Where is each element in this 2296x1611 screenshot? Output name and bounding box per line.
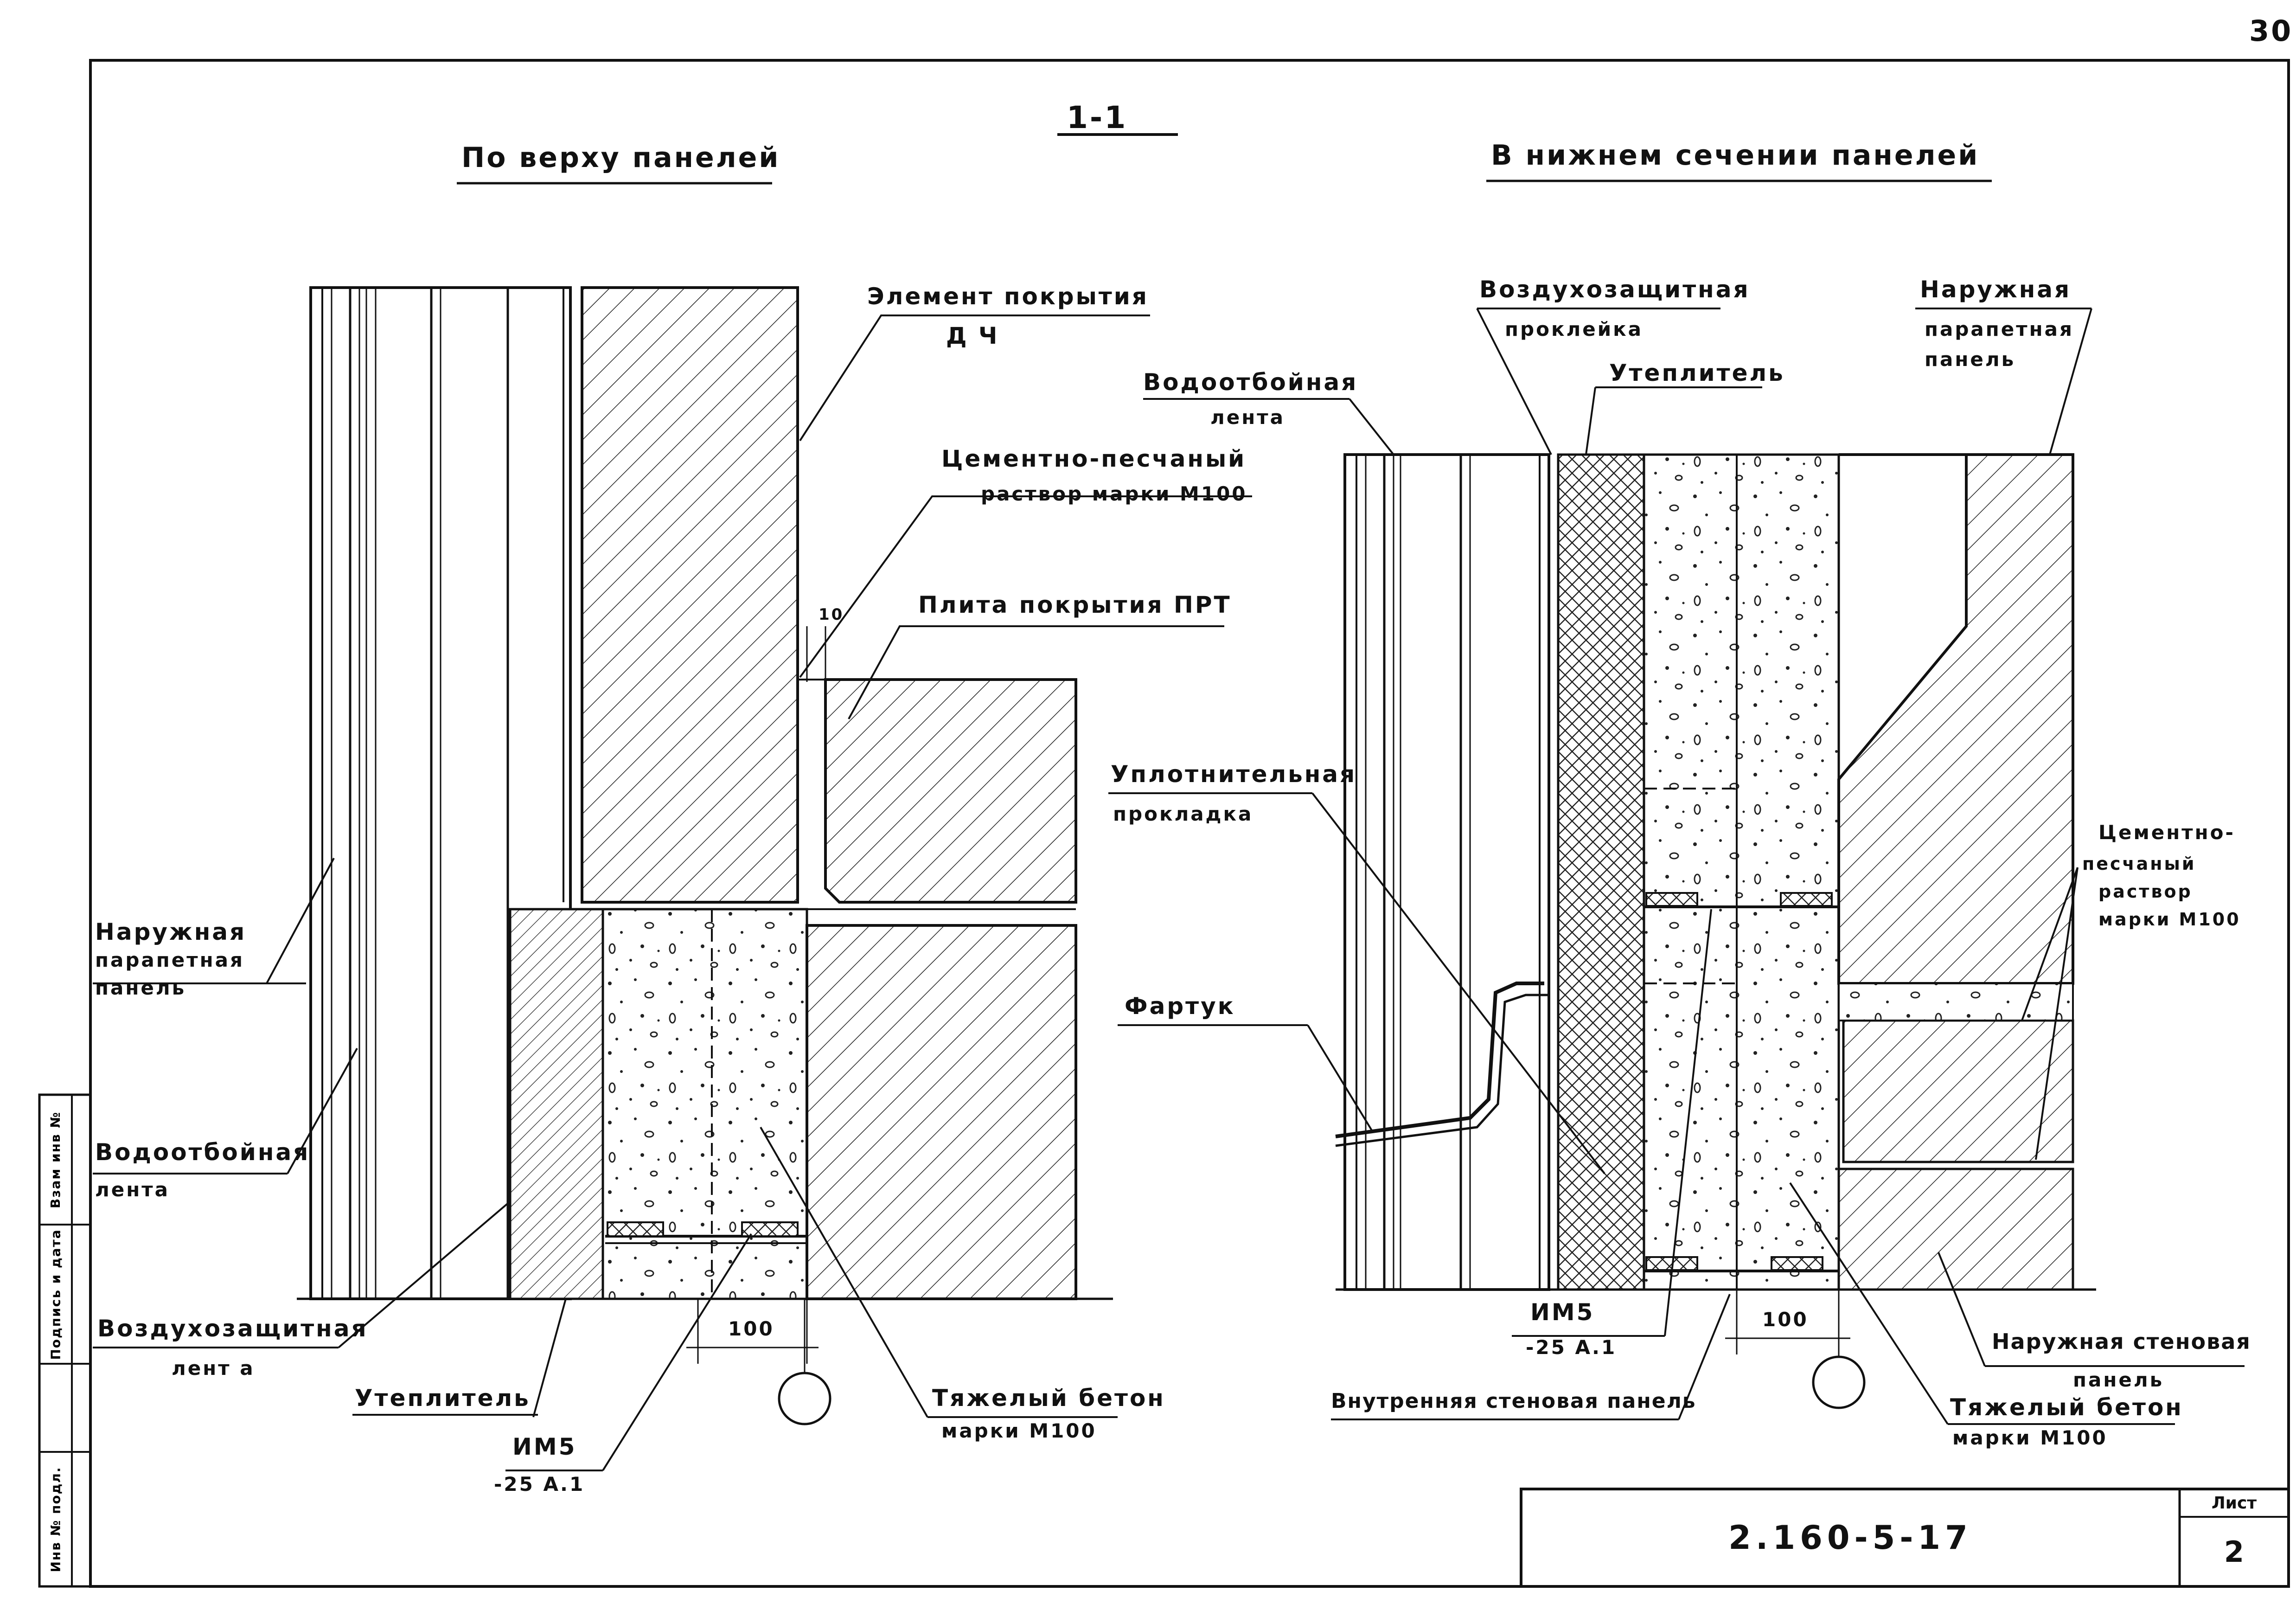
label-im5-left: ИМ5 <box>512 1433 577 1460</box>
label-cement-mortar-2: раствор марки М100 <box>981 482 1247 505</box>
left-view-heading: По верху панелей <box>461 141 780 174</box>
label-air-seal-2: проклейка <box>1505 318 1643 340</box>
label-gasket-2: прокладка <box>1113 802 1254 825</box>
label-outer-parapet-right-1: Наружная <box>1920 276 2072 303</box>
axis-marker-left <box>778 1372 831 1425</box>
sidebar-replace-inv: Взам инв № <box>48 1111 64 1208</box>
document-code: 2.160-5-17 <box>1728 1519 1972 1557</box>
label-cement-right-3: раствор <box>2098 881 2193 902</box>
dimension-100-left: 100 <box>728 1317 774 1340</box>
label-cement-right-1: Цементно- <box>2098 821 2235 844</box>
label-insulation-left: Утеплитель <box>355 1385 531 1412</box>
label-roof-element: Элемент покрытия <box>867 283 1149 310</box>
label-air-tape-2: лент а <box>172 1357 255 1380</box>
label-gasket-1: Уплотнительная <box>1111 761 1357 788</box>
dimension-10: 10 <box>819 605 844 624</box>
label-insulation-right: Утеплитель <box>1609 359 1785 386</box>
right-section <box>1108 308 2245 1425</box>
label-cement-right-2: песчаный <box>2082 854 2196 874</box>
sheet-number: 2 <box>2224 1534 2245 1569</box>
label-cement-right-4: марки М100 <box>2098 909 2241 930</box>
title-block-frame <box>1520 1488 2290 1588</box>
binding-strip <box>38 1093 92 1588</box>
label-water-tape-right-2: лента <box>1210 406 1285 429</box>
axis-marker-right <box>1812 1355 1866 1409</box>
label-air-tape-1: Воздухозащитная <box>97 1315 368 1342</box>
label-roof-element-code: Д Ч <box>946 322 999 349</box>
page-number: 30 <box>2249 14 2293 48</box>
label-heavy-concrete-left-2: марки М100 <box>941 1419 1097 1442</box>
label-outer-panel-2: парапетная <box>95 949 244 971</box>
label-heavy-concrete-right-2: марки М100 <box>1952 1426 2108 1449</box>
sidebar-sign-date: Подпись и дата <box>48 1228 64 1360</box>
label-outer-wall-2: панель <box>2073 1368 2164 1391</box>
label-outer-panel-3: панель <box>95 976 186 999</box>
label-water-tape-1: Водоотбойная <box>95 1139 310 1166</box>
label-im5-right: ИМ5 <box>1530 1299 1595 1326</box>
sheet-frame <box>89 59 2290 1588</box>
label-outer-parapet-right-3: панель <box>1925 348 2016 371</box>
left-section <box>93 286 1252 1471</box>
label-cement-mortar-1: Цементно-песчаный <box>941 445 1247 472</box>
label-heavy-concrete-left-1: Тяжелый бетон <box>932 1385 1165 1412</box>
label-water-tape-2: лента <box>95 1178 170 1201</box>
label-roof-slab: Плита покрытия ПРТ <box>918 591 1232 618</box>
label-heavy-concrete-right-1: Тяжелый бетон <box>1950 1394 2183 1421</box>
sidebar-inv-no: Инв № подл. <box>48 1466 64 1572</box>
label-air-seal-1: Воздухозащитная <box>1479 276 1750 303</box>
label-water-tape-right-1: Водоотбойная <box>1143 369 1358 396</box>
label-outer-panel-1: Наружная <box>95 918 247 945</box>
section-title: 1-1 <box>1067 100 1128 135</box>
sheet-label: Лист <box>2211 1493 2257 1513</box>
dimension-100-right: 100 <box>1762 1308 1809 1331</box>
label-apron: Фартук <box>1125 993 1235 1020</box>
label-outer-wall-1: Наружная стеновая <box>1992 1329 2251 1354</box>
label-im5-rod-left: -25 А.1 <box>494 1473 585 1495</box>
label-inner-wall-panel: Внутренняя стеновая панель <box>1331 1389 1696 1413</box>
label-outer-parapet-right-2: парапетная <box>1925 318 2074 340</box>
right-view-heading: В нижнем сечении панелей <box>1491 139 1980 172</box>
label-im5-rod-right: -25 А.1 <box>1526 1336 1617 1359</box>
